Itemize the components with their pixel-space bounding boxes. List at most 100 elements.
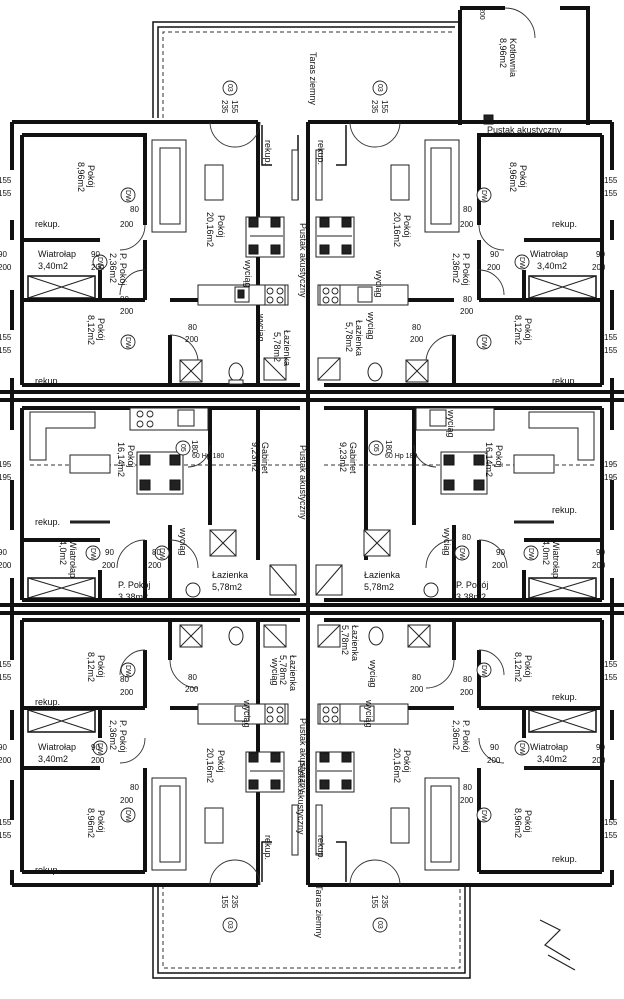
storage-mr-name: P. Pokój [456, 580, 488, 590]
extractor-mr-1: wyciąg [442, 527, 452, 556]
unit-middle-left: Pokój 16,14m2 Gabinet 9,23m2 Wiatrołap 4… [0, 406, 308, 602]
vestibule-tr-name: Wiatrołap [530, 249, 568, 259]
dim-bl-155a: 155 [0, 660, 12, 669]
recup-br-1: rekup. [552, 692, 577, 702]
extractor-tl-2: wyciąg [243, 259, 253, 288]
room-812-tr-area: 8,12m2 [513, 315, 523, 345]
dim-br-200c: 200 [460, 796, 474, 805]
bath-tr-area: 5,78m2 [344, 322, 354, 352]
dim-mr-80: 80 [462, 533, 471, 542]
mp-180-right: 60 Hp 180 [385, 453, 417, 460]
room-2016-tr-name: Pokój [402, 215, 412, 238]
terrace-top-label: Taras ziemny [308, 52, 318, 106]
dim-ml-200b: 200 [102, 561, 116, 570]
vestibule-tl-area: 3,40m2 [38, 261, 68, 271]
dim-br-200: 200 [592, 756, 606, 765]
room-896-tl-name: Pokój [86, 165, 96, 188]
dim-ml-80: 80 [152, 548, 161, 557]
dim-mr-195b: 195 [604, 473, 618, 482]
vestibule-ml-area: 4,0m2 [58, 540, 68, 565]
bath-mr-name: Łazienka [364, 570, 400, 580]
dw-bl-1: DW [124, 665, 131, 677]
dw-tr-2: DW [518, 257, 525, 269]
dim-top-200: 200 [478, 8, 485, 20]
vestibule-mr-area: 4,0m2 [541, 540, 551, 565]
dim-br-155e: 155 [370, 895, 379, 909]
dim-mr-90b: 90 [496, 548, 505, 557]
bath-br-name: Łazienka [350, 625, 360, 661]
dim-tr-200c: 200 [460, 307, 474, 316]
extractor-bl-2: wyciąg [242, 699, 252, 728]
bath-tl-area: 5,78m2 [272, 332, 282, 362]
dim-bl-155b: 155 [0, 673, 12, 682]
dim-bl-200: 200 [0, 756, 12, 765]
dim-bl-90b: 90 [91, 743, 100, 752]
dim-br-200b: 200 [487, 756, 501, 765]
dim-tl-80a: 80 [130, 205, 139, 214]
extractor-bl-1: wyciąg [270, 657, 280, 686]
room-812-bl-area: 8,12m2 [86, 652, 96, 682]
room-812-tl-area: 8,12m2 [86, 315, 96, 345]
acoustic-bl: Pustak akustyczny [298, 718, 308, 793]
door-mark-05-left: 05 [179, 444, 186, 452]
dim-br-90b: 90 [490, 743, 499, 752]
dw-br-1: DW [480, 665, 487, 677]
dim-br-235: 235 [380, 895, 389, 909]
unit-bottom-left: Pokój 8,12m2 P. Pokój 2,36m2 Wiatrołap 3… [0, 618, 388, 933]
acoustic-bottom-center: Pustak akustyczny [296, 760, 306, 835]
room-896-bl-area: 8,96m2 [86, 808, 96, 838]
storage-bl-area: 2,36m2 [108, 720, 118, 750]
room-1614-mr-name: Pokój [494, 445, 504, 468]
dw-top-03-left: 03 [226, 84, 233, 92]
dw-br-3: DW [480, 810, 487, 822]
bath-bl-area: 5,78m2 [278, 655, 288, 685]
stair-180-left: 180 [190, 440, 199, 454]
dim-tr-155d: 155 [604, 346, 618, 355]
recup-br-3: rekup. [316, 835, 326, 860]
room-2016-bl-name: Pokój [216, 750, 226, 773]
recup-bl-1: rekup. [35, 697, 60, 707]
room-2016-tr-area: 20,16m2 [392, 212, 402, 247]
recup-br-2: rekup. [552, 854, 577, 864]
vestibule-br-name: Wiatrołap [530, 742, 568, 752]
dim-bl-200c: 200 [120, 796, 134, 805]
unit-middle-right: Pokój 16,14m2 Gabinet 9,23m2 Wiatrołap 4… [315, 406, 618, 602]
terrace-top: Taras ziemny [152, 21, 460, 118]
dw-bl-2: DW [96, 743, 103, 755]
dim-mr-200b: 200 [492, 561, 506, 570]
dim-tr-155a: 155 [604, 176, 618, 185]
bath-br-area: 5,78m2 [340, 625, 350, 655]
vestibule-tl-name: Wiatrołap [38, 249, 76, 259]
bath-tl-name: Łazienka [282, 330, 292, 366]
extractor-br-1: wyciąg [368, 659, 378, 688]
dim-br-80a: 80 [463, 675, 472, 684]
dim-ml-90: 90 [0, 548, 7, 557]
acoustic-ml: Pustak akustyczny [298, 445, 308, 520]
vestibule-br-area: 3,40m2 [537, 754, 567, 764]
dim-br-155c: 155 [604, 818, 618, 827]
dim-br-90: 90 [596, 743, 605, 752]
dim-tl-80b: 80 [120, 295, 129, 304]
dw-tl-3: DW [124, 337, 131, 349]
room-812-tr-name: Pokój [523, 318, 533, 341]
dim-tr-155b: 155 [604, 189, 618, 198]
dim-bl-200b: 200 [91, 756, 105, 765]
dim-br-200a: 200 [460, 688, 474, 697]
terrace-bottom: Taras ziemny [152, 885, 471, 979]
storage-ml-name: P. Pokój [118, 580, 150, 590]
dim-tr-90: 90 [596, 250, 605, 259]
dw-bottom-03-left: 03 [226, 921, 233, 929]
dw-bl-3: DW [124, 810, 131, 822]
room-812-br-area: 8,12m2 [513, 652, 523, 682]
dim-tr-200a: 200 [460, 220, 474, 229]
room-1614-ml-area: 16,14m2 [116, 442, 126, 477]
dim-mr-200: 200 [592, 561, 606, 570]
dim-bl-155e: 155 [220, 895, 229, 909]
recup-mr: rekup. [552, 505, 577, 515]
dim-br-155a: 155 [604, 660, 618, 669]
storage-ml-area: 3,38m2 [118, 592, 148, 602]
room-812-br-name: Pokój [523, 655, 533, 678]
storage-mr-area: 3,38m2 [456, 592, 486, 602]
room-896-br-name: Pokój [523, 810, 533, 833]
